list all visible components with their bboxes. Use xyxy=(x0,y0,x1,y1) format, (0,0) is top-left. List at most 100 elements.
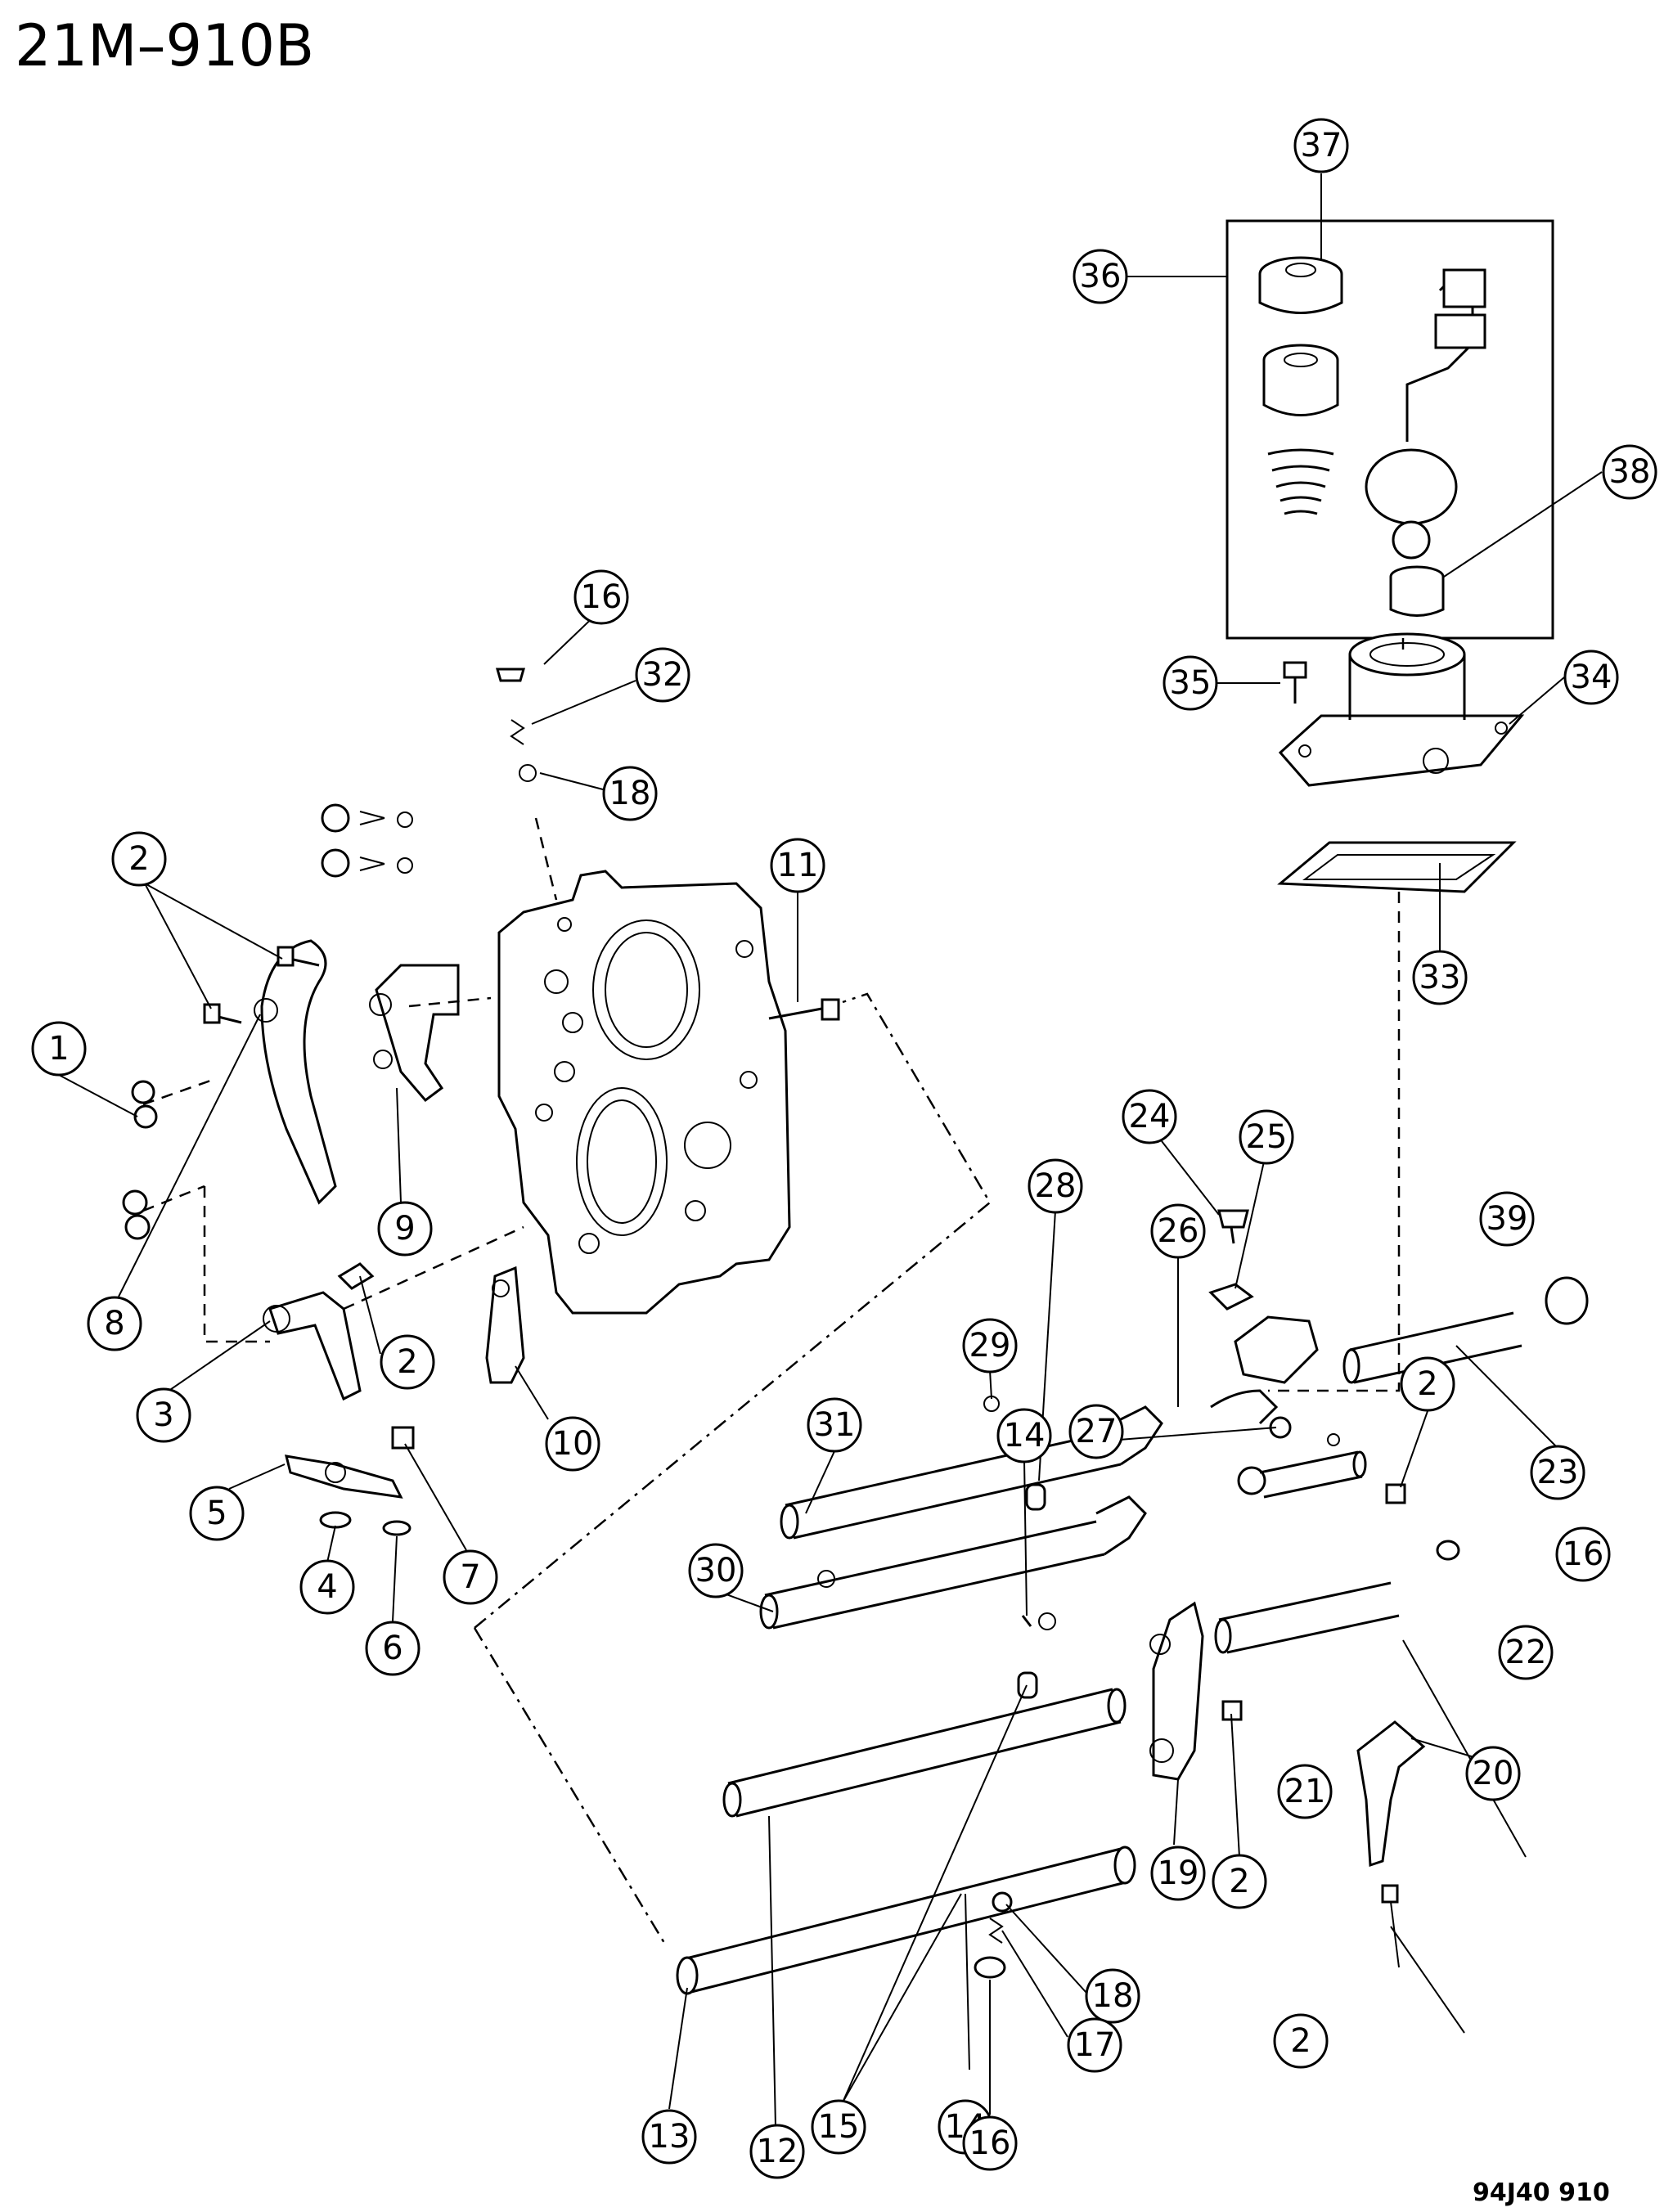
svg-text:2: 2 xyxy=(1290,2022,1311,2060)
svg-text:17: 17 xyxy=(1074,2026,1116,2064)
callout-17: 17 xyxy=(1067,2017,1122,2073)
callout-16a: 16 xyxy=(573,569,629,625)
bolt-11 xyxy=(768,998,840,1021)
callout-30: 30 xyxy=(688,1543,744,1598)
callout-2d: 2 xyxy=(1212,1854,1267,1909)
callout-24: 24 xyxy=(1122,1089,1177,1144)
leader-lines xyxy=(58,173,1603,2128)
svg-text:16: 16 xyxy=(581,578,623,616)
callout-21: 21 xyxy=(1277,1764,1333,1819)
callout-16b: 16 xyxy=(1555,1526,1611,1582)
callout-25: 25 xyxy=(1239,1109,1294,1165)
callout-36: 36 xyxy=(1073,249,1128,304)
svg-text:39: 39 xyxy=(1486,1200,1528,1238)
callout-33: 33 xyxy=(1412,950,1468,1005)
callout-18b: 18 xyxy=(1085,1968,1140,2024)
svg-text:19: 19 xyxy=(1158,1855,1199,1892)
svg-text:13: 13 xyxy=(649,2118,690,2156)
callout-7: 7 xyxy=(443,1549,498,1605)
svg-text:2: 2 xyxy=(1417,1365,1437,1403)
svg-text:20: 20 xyxy=(1473,1755,1514,1792)
svg-text:5: 5 xyxy=(206,1495,227,1532)
callout-22: 22 xyxy=(1498,1625,1554,1680)
svg-text:32: 32 xyxy=(642,656,684,694)
callout-18a: 18 xyxy=(602,766,658,821)
callout-14a: 14 xyxy=(996,1408,1052,1463)
svg-text:30: 30 xyxy=(695,1552,737,1589)
callout-13: 13 xyxy=(641,2109,697,2165)
svg-text:27: 27 xyxy=(1076,1413,1118,1450)
svg-text:33: 33 xyxy=(1419,959,1461,996)
right-side-parts xyxy=(1149,1209,1460,1904)
callout-32: 32 xyxy=(635,647,690,703)
callout-38: 38 xyxy=(1602,444,1657,500)
svg-text:29: 29 xyxy=(969,1327,1011,1365)
svg-text:2: 2 xyxy=(128,840,149,878)
shift-rails xyxy=(676,1276,1589,1995)
svg-text:15: 15 xyxy=(818,2108,860,2146)
callout-35: 35 xyxy=(1163,655,1218,711)
svg-text:24: 24 xyxy=(1129,1098,1171,1135)
callout-27: 27 xyxy=(1068,1404,1124,1459)
svg-text:37: 37 xyxy=(1301,127,1342,164)
svg-text:16: 16 xyxy=(1563,1535,1604,1573)
callout-5: 5 xyxy=(189,1486,245,1541)
callout-11: 11 xyxy=(770,838,825,893)
svg-text:4: 4 xyxy=(317,1568,337,1606)
callout-2e: 2 xyxy=(1273,2013,1329,2069)
callout-26: 26 xyxy=(1150,1203,1206,1259)
svg-text:11: 11 xyxy=(777,847,819,884)
left-shift-forks xyxy=(122,939,525,1536)
callout-39: 39 xyxy=(1479,1191,1535,1247)
svg-text:3: 3 xyxy=(153,1396,173,1434)
callout-23: 23 xyxy=(1530,1445,1585,1500)
callout-2b: 2 xyxy=(380,1334,435,1390)
svg-text:28: 28 xyxy=(1035,1167,1077,1205)
svg-text:35: 35 xyxy=(1170,664,1212,702)
callout-10: 10 xyxy=(545,1416,600,1472)
svg-text:2: 2 xyxy=(1229,1863,1249,1900)
callout-29: 29 xyxy=(962,1318,1018,1374)
callout-37: 37 xyxy=(1293,118,1349,173)
diagram-code: 21M–910B xyxy=(15,12,314,79)
callout-9: 9 xyxy=(377,1201,433,1257)
callout-19: 19 xyxy=(1150,1846,1206,1901)
svg-text:25: 25 xyxy=(1246,1118,1288,1156)
svg-text:23: 23 xyxy=(1537,1454,1579,1491)
callout-31: 31 xyxy=(807,1397,862,1453)
shifter-kit-box xyxy=(1226,219,1554,640)
shifter-housing xyxy=(1278,632,1525,787)
transmission-case xyxy=(497,870,791,1315)
svg-text:2: 2 xyxy=(397,1343,417,1381)
callout-28: 28 xyxy=(1028,1158,1083,1214)
svg-text:38: 38 xyxy=(1609,453,1651,491)
svg-text:12: 12 xyxy=(757,2133,798,2170)
callout-34: 34 xyxy=(1563,650,1619,705)
figure-reference: 94J40 910 xyxy=(1473,2178,1610,2207)
svg-text:18: 18 xyxy=(1092,1977,1134,2015)
svg-text:21: 21 xyxy=(1284,1773,1326,1810)
svg-text:16: 16 xyxy=(969,2124,1011,2162)
callout-8: 8 xyxy=(87,1296,142,1351)
svg-text:1: 1 xyxy=(48,1030,69,1068)
callout-6: 6 xyxy=(365,1621,420,1676)
svg-text:36: 36 xyxy=(1080,258,1122,295)
svg-text:8: 8 xyxy=(104,1305,124,1342)
svg-text:9: 9 xyxy=(394,1210,415,1248)
callout-15: 15 xyxy=(811,2099,866,2155)
svg-text:7: 7 xyxy=(460,1558,480,1596)
svg-text:14: 14 xyxy=(1004,1417,1046,1454)
detent-plugs xyxy=(321,668,537,878)
svg-text:34: 34 xyxy=(1571,659,1612,696)
svg-text:31: 31 xyxy=(814,1406,856,1444)
callout-12: 12 xyxy=(749,2124,805,2179)
gasket xyxy=(1277,841,1517,893)
callout-2c: 2 xyxy=(1400,1356,1455,1412)
callout-16c: 16 xyxy=(962,2115,1018,2171)
callout-3: 3 xyxy=(136,1387,191,1443)
callout-20: 20 xyxy=(1465,1746,1521,1801)
callout-circles: 37 36 38 34 35 33 16 32 18 2 11 1 9 8 2 … xyxy=(31,118,1657,2179)
svg-text:22: 22 xyxy=(1505,1634,1547,1671)
svg-text:10: 10 xyxy=(552,1425,594,1463)
